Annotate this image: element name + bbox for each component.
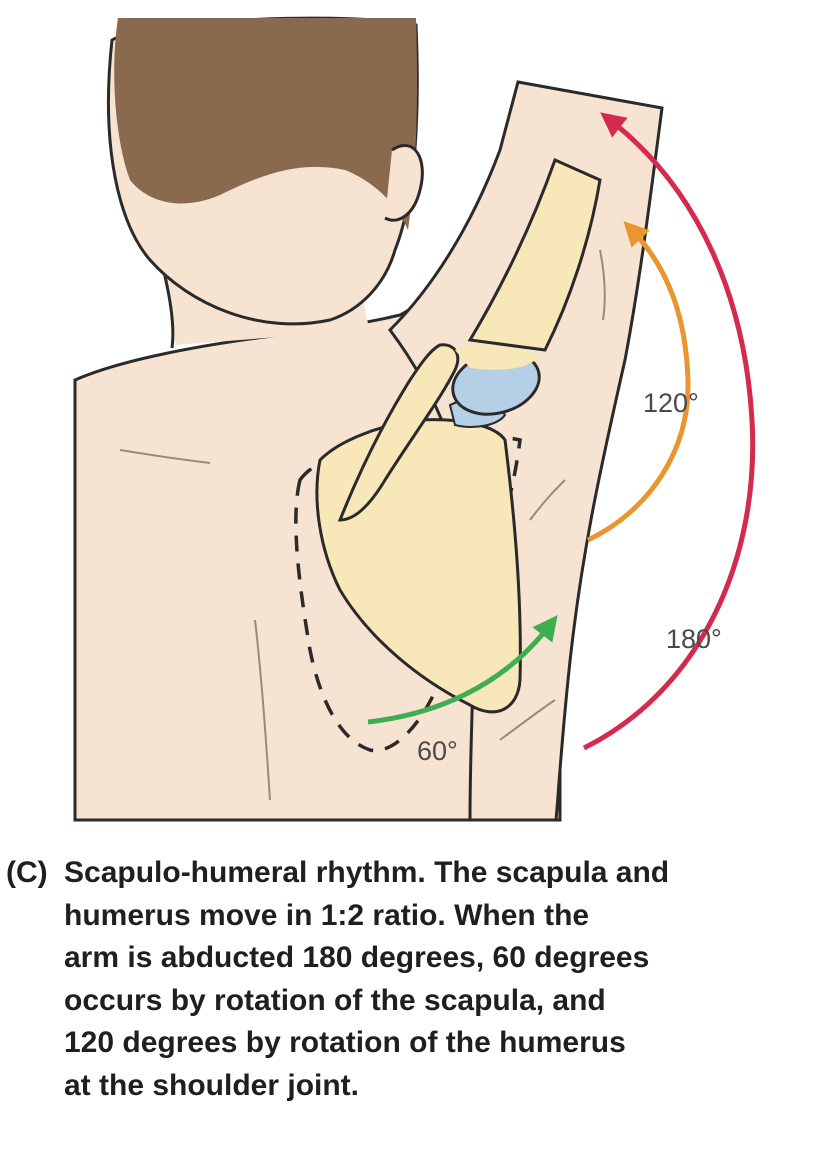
caption-text: occurs by rotation of the scapula, and	[64, 983, 606, 1017]
acromion-process	[337, 343, 460, 522]
armpit-crease	[529, 479, 566, 521]
caption-text: arm is abducted 180 degrees, 60 degrees	[64, 941, 650, 974]
caption-text: at the shoulder joint.	[64, 1068, 360, 1102]
humerus-shaft	[467, 157, 602, 352]
hair	[114, 18, 418, 230]
caption-text: 120 degrees by rotation of the humerus	[64, 1026, 626, 1059]
caption-line: arm is abducted 180 degrees, 60 degrees	[6, 937, 826, 980]
caption-text: humerus move in 1:2 ratio. When the	[64, 898, 590, 932]
total-angle-label: 180°	[666, 624, 722, 654]
caption-line: humerus move in 1:2 ratio. When the	[6, 895, 826, 938]
back-crease	[119, 449, 211, 464]
humerus-angle-label: 120°	[643, 388, 699, 418]
arm-crease	[599, 249, 606, 321]
scapulohumeral-rhythm-illustration: 120° 180° 60°	[73, 16, 756, 822]
humeral-neck	[455, 344, 540, 370]
scapula-angle-label: 60°	[417, 736, 458, 766]
scapula-rotation-arrow	[367, 615, 558, 725]
spine-line	[254, 619, 271, 801]
caption-text: Scapulo-humeral rhythm. The scapula and	[64, 856, 670, 889]
figure-caption: (C) Scapulo-humeral rhythm. The scapula …	[6, 852, 826, 1107]
caption-line: occurs by rotation of the scapula, and	[6, 980, 826, 1023]
lower-crease	[499, 699, 556, 741]
total-abduction-arrow	[582, 112, 756, 751]
caption-line: 120 degrees by rotation of the humerus	[6, 1022, 826, 1065]
caption-tag: (C)	[6, 856, 48, 889]
caption-line: (C) Scapulo-humeral rhythm. The scapula …	[6, 852, 826, 895]
humerus-rotation-arrow	[586, 220, 691, 543]
raised-arm	[388, 80, 664, 822]
caption-line: at the shoulder joint.	[6, 1065, 826, 1108]
ear	[384, 144, 424, 222]
